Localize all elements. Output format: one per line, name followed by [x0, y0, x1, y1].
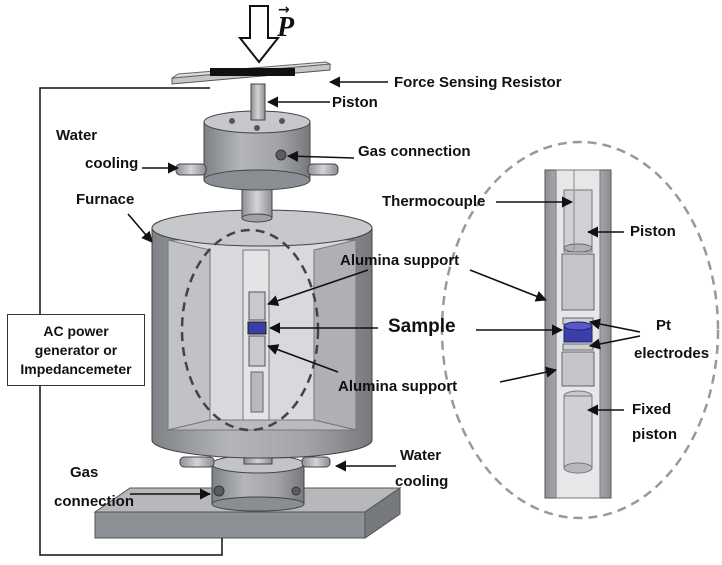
ac-box-line1: AC power: [43, 323, 109, 339]
arrow-pt-upper: [588, 318, 641, 333]
force-symbol: P: [277, 12, 295, 43]
label-fixed-piston-line2: piston: [632, 426, 677, 443]
force-vector-arrow: →: [278, 2, 290, 18]
ac-box-line3: Impedancemeter: [20, 361, 132, 377]
label-water-cooling-bottom-line1: Water: [400, 447, 442, 464]
label-pt-electrodes-line2: electrodes: [634, 345, 710, 362]
detail-ellipse-small: [180, 228, 320, 432]
label-gas-connection-top: Gas connection: [358, 143, 471, 160]
label-piston-top: Piston: [332, 94, 378, 111]
ac-box-line2: generator or: [34, 342, 118, 358]
top-clamp: [175, 110, 339, 191]
top-piston: [250, 83, 266, 121]
label-gas-connection-bottom-line2: connection: [54, 493, 135, 510]
label-thermocouple: Thermocouple: [382, 193, 486, 210]
label-piston-detail: Piston: [630, 223, 676, 240]
label-pt-electrodes-line1: Pt: [656, 317, 671, 334]
label-water-cooling-bottom-line2: cooling: [395, 473, 449, 490]
furnace-body: [151, 209, 373, 459]
label-fixed-piston-line1: Fixed: [632, 401, 672, 418]
force-arrow: [237, 5, 281, 64]
arrow-alumina-detail-upper: [469, 269, 548, 302]
circuit-wire: [39, 87, 223, 556]
label-water-cooling-top-line1: Water: [56, 127, 98, 144]
label-sample: Sample: [388, 316, 456, 337]
label-alumina-support-upper: Alumina support: [340, 252, 460, 269]
arrow-pt-lower: [588, 335, 641, 350]
label-furnace: Furnace: [76, 191, 135, 208]
arrow-gas-connection-top: [286, 150, 355, 162]
arrow-alumina-upper: [266, 269, 369, 307]
arrow-furnace: [127, 213, 153, 243]
detail-ellipse-large: [440, 140, 720, 520]
annotation-arrows: [127, 76, 641, 500]
arrow-alumina-detail-lower: [499, 366, 558, 383]
label-water-cooling-top-line2: cooling: [85, 155, 139, 172]
detail-tube: [544, 169, 612, 499]
force-plate: [171, 61, 332, 85]
label-force-sensing-resistor: Force Sensing Resistor: [394, 74, 562, 91]
ac-power-box: AC power generator or Impedancemeter: [7, 314, 145, 386]
arrow-alumina-lower: [266, 344, 339, 373]
label-gas-connection-bottom-line1: Gas: [70, 464, 99, 481]
label-alumina-support-lower: Alumina support: [338, 378, 458, 395]
